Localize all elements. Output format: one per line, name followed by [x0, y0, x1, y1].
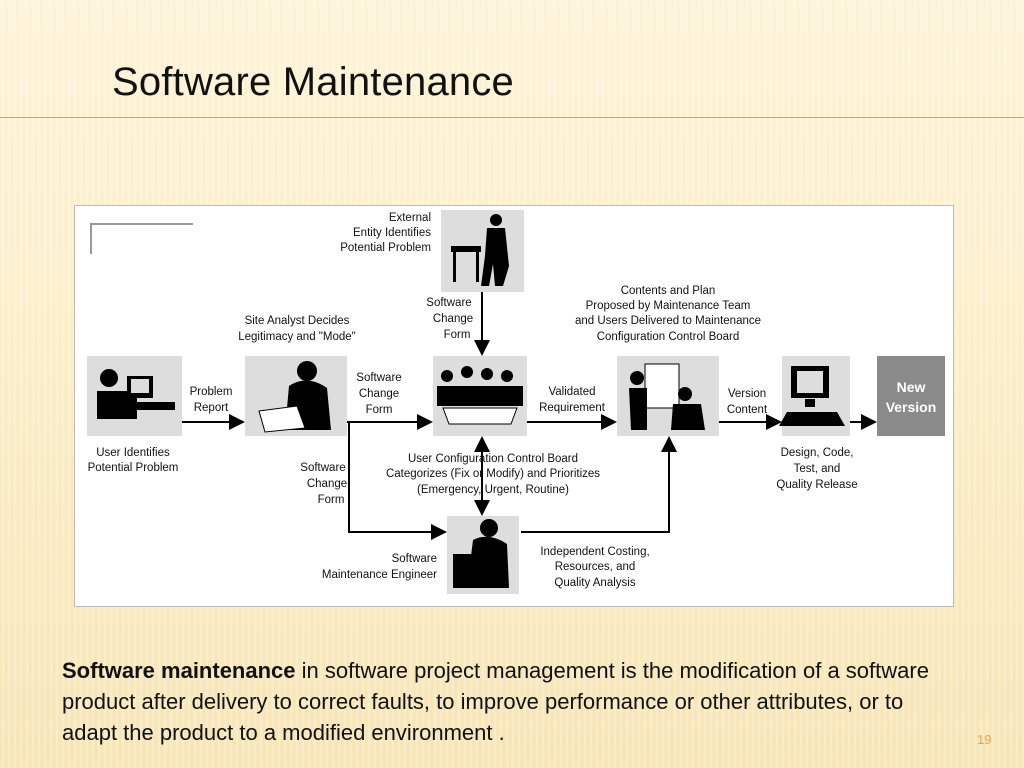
svg-text:Requirement: Requirement: [539, 402, 606, 414]
svg-text:Software: Software: [300, 462, 345, 474]
svg-text:User Configuration Control Boa: User Configuration Control Board: [408, 453, 578, 465]
svg-text:Change: Change: [307, 478, 347, 490]
maintenance-process-diagram: External Entity Identifies Potential Pro…: [74, 205, 954, 607]
svg-text:Potential Problem: Potential Problem: [88, 462, 179, 474]
maintenance-engineer-panel: [447, 516, 519, 594]
page-number: 19: [977, 732, 992, 747]
svg-text:New: New: [897, 379, 926, 395]
definition-body: in software project management is the mo…: [62, 658, 929, 745]
label-user-ccb: User Configuration Control Board Categor…: [386, 453, 600, 496]
svg-text:Proposed by Maintenance Team: Proposed by Maintenance Team: [586, 300, 751, 312]
svg-text:Maintenance Engineer: Maintenance Engineer: [322, 569, 437, 581]
svg-text:Design, Code,: Design, Code,: [781, 447, 854, 459]
svg-text:Test, and: Test, and: [794, 463, 841, 475]
maintenance-team-panel: [617, 356, 719, 436]
svg-text:Report: Report: [194, 402, 229, 414]
svg-text:Form: Form: [444, 329, 471, 341]
svg-text:Configuration Control Board: Configuration Control Board: [597, 331, 740, 343]
flow-arrows: [182, 292, 877, 540]
slide-title: Software Maintenance: [112, 60, 515, 104]
label-external-entity: External Entity Identifies Potential Pro…: [340, 212, 431, 254]
label-site-analyst: Site Analyst Decides Legitimacy and "Mod…: [238, 315, 355, 343]
user-workstation-panel: [87, 356, 182, 436]
svg-text:Change: Change: [433, 313, 473, 325]
label-version-content: Version Content: [727, 388, 768, 416]
svg-text:External: External: [389, 212, 431, 224]
svg-text:Site Analyst Decides: Site Analyst Decides: [245, 315, 350, 327]
label-change-form-top: Software Change Form: [426, 297, 473, 341]
svg-text:Software: Software: [426, 297, 471, 309]
new-version-box: [877, 356, 945, 436]
svg-text:Entity Identifies: Entity Identifies: [353, 227, 431, 239]
svg-text:Validated: Validated: [548, 386, 595, 398]
svg-text:Software: Software: [356, 372, 401, 384]
label-design-code-test: Design, Code, Test, and Quality Release: [776, 447, 857, 491]
label-contents-plan: Contents and Plan Proposed by Maintenanc…: [575, 285, 761, 343]
corner-bracket: [90, 223, 193, 254]
svg-text:Software: Software: [392, 553, 437, 565]
svg-text:Resources, and: Resources, and: [555, 561, 636, 573]
label-validated-requirement: Validated Requirement: [539, 386, 606, 414]
svg-text:Potential Problem: Potential Problem: [340, 242, 431, 254]
definition-text: Software maintenance in software project…: [62, 655, 962, 748]
title-divider: [0, 117, 1024, 118]
label-maintenance-engineer: Software Maintenance Engineer: [322, 553, 437, 581]
computer-workstation-panel: [779, 356, 850, 436]
svg-text:Independent Costing,: Independent Costing,: [540, 546, 649, 558]
label-new-version: New Version: [886, 379, 937, 415]
svg-text:Change: Change: [359, 388, 399, 400]
svg-text:Problem: Problem: [190, 386, 233, 398]
label-problem-report: Problem Report: [190, 386, 233, 414]
external-entity-panel: [441, 210, 524, 292]
svg-text:Contents and Plan: Contents and Plan: [621, 285, 716, 297]
svg-text:Legitimacy and "Mode": Legitimacy and "Mode": [238, 331, 355, 343]
svg-text:and Users Delivered to Mainten: and Users Delivered to Maintenance: [575, 315, 761, 327]
svg-text:Version: Version: [886, 399, 937, 415]
label-change-form-low: Software Change Form: [300, 462, 347, 506]
definition-term: Software maintenance: [62, 658, 296, 683]
label-costing: Independent Costing, Resources, and Qual…: [540, 546, 649, 589]
svg-text:Form: Form: [318, 494, 345, 506]
control-board-meeting-panel: [433, 356, 527, 436]
svg-text:Content: Content: [727, 404, 768, 416]
site-analyst-panel: [245, 356, 347, 436]
svg-text:Categorizes (Fix or Modify) an: Categorizes (Fix or Modify) and Prioriti…: [386, 468, 600, 480]
svg-text:User Identifies: User Identifies: [96, 447, 170, 459]
svg-text:Form: Form: [366, 404, 393, 416]
svg-text:Version: Version: [728, 388, 766, 400]
svg-text:(Emergency, Urgent, Routine): (Emergency, Urgent, Routine): [417, 484, 569, 496]
label-change-form-mid: Software Change Form: [356, 372, 401, 416]
svg-text:Quality Analysis: Quality Analysis: [554, 577, 635, 589]
svg-text:Quality Release: Quality Release: [776, 479, 857, 491]
label-user-identifies: User Identifies Potential Problem: [88, 447, 179, 474]
